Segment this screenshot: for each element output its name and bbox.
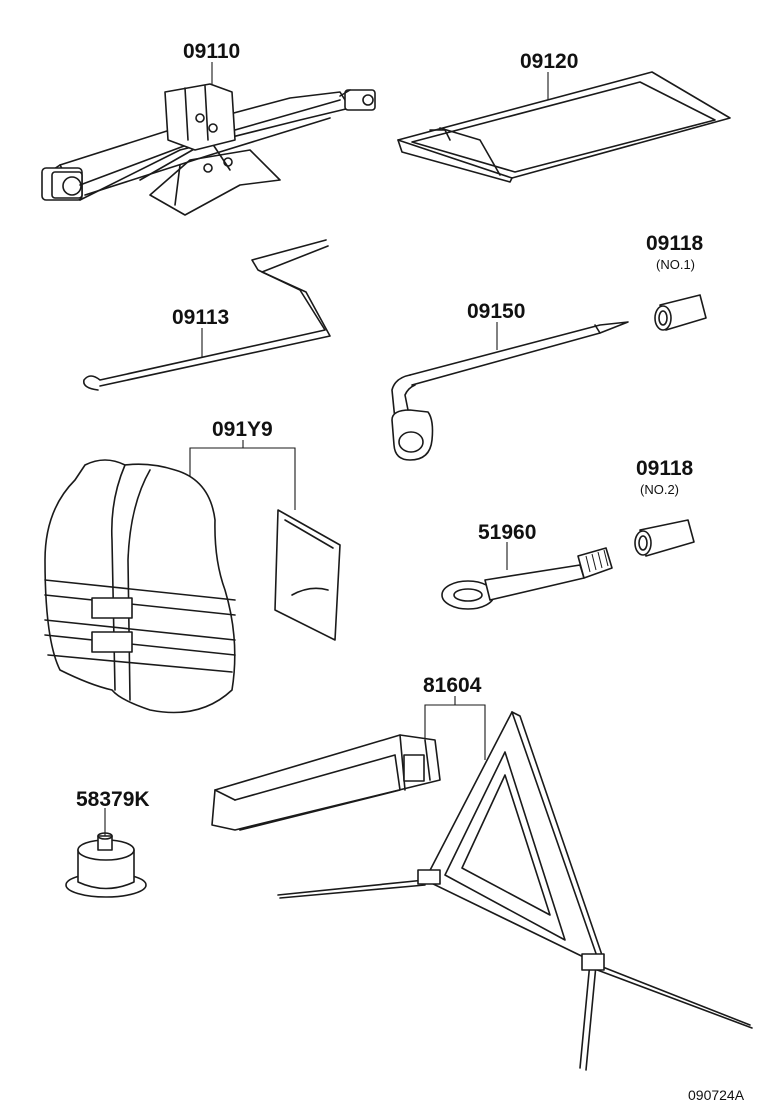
callout-091Y9: 091Y9 xyxy=(212,418,273,441)
towing-eye-drawing xyxy=(441,542,613,610)
scissor-jack-drawing xyxy=(41,62,376,216)
callout-09150: 09150 xyxy=(467,300,525,323)
diagram-code: 090724A xyxy=(688,1087,745,1103)
callout-09118-no1-note: (NO.1) xyxy=(656,257,695,272)
wheel-wrench-drawing xyxy=(391,321,629,461)
extension-no1-drawing xyxy=(654,294,707,331)
callout-81604: 81604 xyxy=(423,674,482,697)
extension-no2-drawing xyxy=(634,519,695,557)
jack-handle-drawing xyxy=(82,239,331,391)
callout-09113: 09113 xyxy=(172,306,229,329)
callout-09118-no2: 09118 xyxy=(636,457,694,480)
callout-58379K: 58379K xyxy=(76,788,150,811)
vest-kit-drawing xyxy=(44,440,341,714)
callout-09118-no1: 09118 xyxy=(646,232,704,255)
tool-bag-drawing xyxy=(397,71,731,183)
hole-plug-drawing xyxy=(65,808,147,898)
callout-09118-no2-note: (NO.2) xyxy=(640,482,679,497)
callout-09120: 09120 xyxy=(520,50,578,73)
callout-51960: 51960 xyxy=(478,521,536,544)
callout-09110: 09110 xyxy=(183,40,240,63)
warning-triangle-drawing xyxy=(211,696,753,1071)
